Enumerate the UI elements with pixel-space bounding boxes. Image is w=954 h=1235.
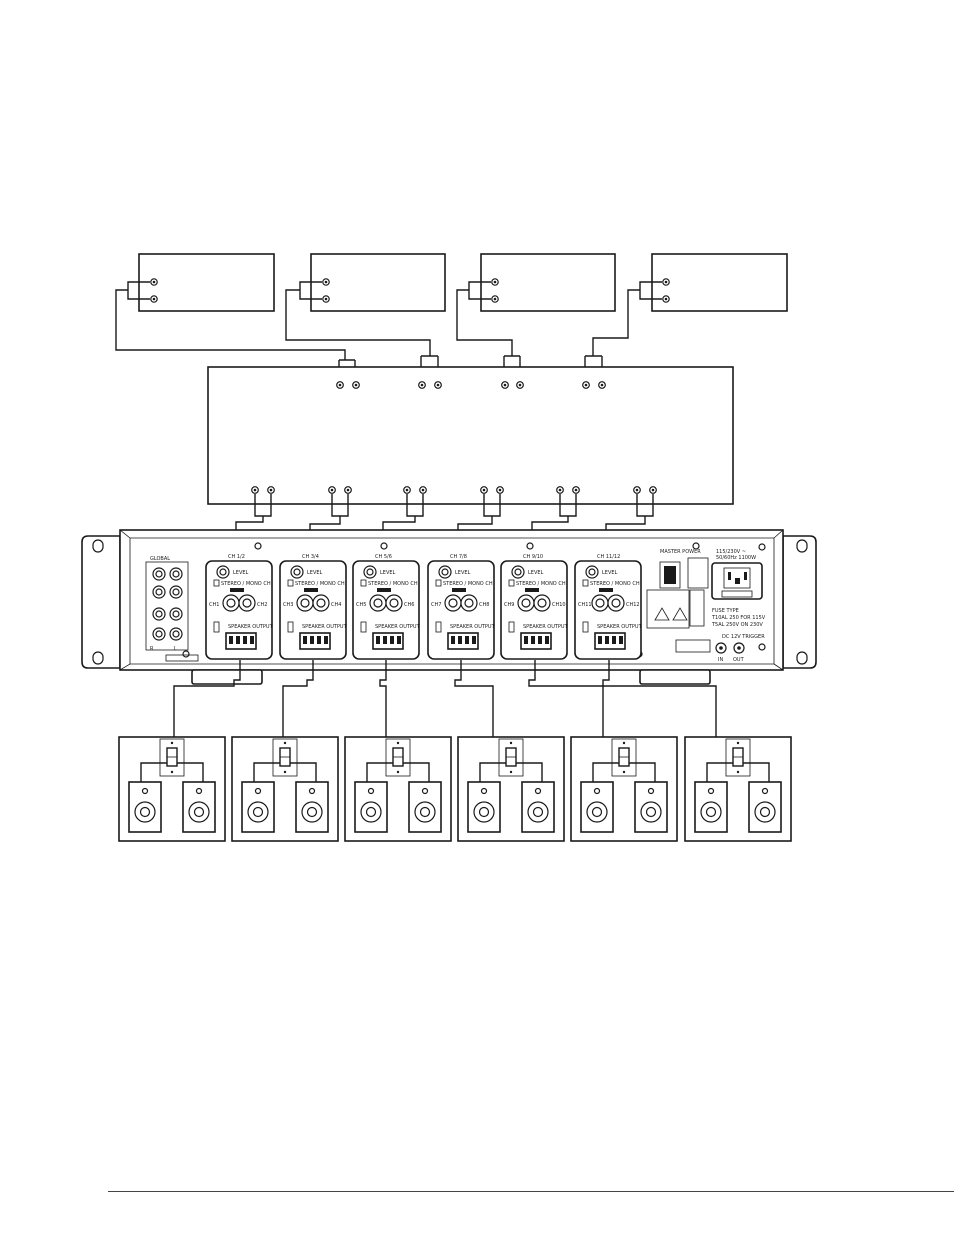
speaker-zone-1 — [118, 736, 226, 842]
speaker-left — [580, 781, 614, 833]
mode-label: STEREO / MONO CH — [295, 581, 345, 587]
speaker-right — [748, 781, 782, 833]
level-label: LEVEL — [455, 570, 471, 576]
speaker-output-label: SPEAKER OUTPUT — [597, 624, 643, 630]
speaker-left — [467, 781, 501, 833]
amp-to-speaker-cables — [173, 660, 717, 740]
ch-left-label: CH3 — [283, 602, 293, 608]
matrix-switcher — [207, 366, 734, 505]
channel-label: CH 11/12 — [597, 554, 620, 560]
global-io-section: GLOBAL R L — [145, 556, 199, 662]
speaker-right — [182, 781, 216, 833]
l-label: L — [174, 646, 177, 652]
trigger-out: OUT — [733, 657, 745, 663]
level-label: LEVEL — [233, 570, 249, 576]
mode-label: STEREO / MONO CH — [590, 581, 640, 587]
source-device-3 — [480, 253, 616, 312]
speaker-left — [128, 781, 162, 833]
fuse-line2: T5AL 250V ON 230V — [711, 622, 763, 628]
speaker-left — [694, 781, 728, 833]
level-label: LEVEL — [307, 570, 323, 576]
level-label: LEVEL — [528, 570, 544, 576]
speaker-right — [521, 781, 555, 833]
channel-label: CH 9/10 — [523, 554, 543, 560]
source-device-1 — [138, 253, 275, 312]
source-device-4 — [651, 253, 788, 312]
r-label: R — [150, 646, 154, 652]
source-device-2 — [310, 253, 446, 312]
trigger-in: IN — [718, 657, 723, 663]
volume-control — [272, 738, 298, 777]
ch-right-label: CH6 — [404, 602, 414, 608]
volume-control — [385, 738, 411, 777]
mode-label: STEREO / MONO CH — [443, 581, 493, 587]
speaker-zone-6 — [684, 736, 792, 842]
channel-label: CH 3/4 — [302, 554, 319, 560]
ch-right-label: CH4 — [331, 602, 341, 608]
level-label: LEVEL — [380, 570, 396, 576]
speaker-zone-5 — [570, 736, 678, 842]
speaker-zones — [118, 736, 792, 842]
ch-left-label: CH5 — [356, 602, 366, 608]
speaker-right — [295, 781, 329, 833]
speaker-left — [241, 781, 275, 833]
volume-control — [159, 738, 185, 777]
speaker-right — [408, 781, 442, 833]
power-section: MASTER POWER 115/230V ~ 50/60Hz 1100W FU… — [646, 549, 766, 663]
speaker-zone-4 — [457, 736, 565, 842]
ch-right-label: CH2 — [257, 602, 267, 608]
speaker-zone-2 — [231, 736, 339, 842]
voltage-sub: 50/60Hz 1100W — [716, 555, 756, 561]
ch-right-label: CH8 — [479, 602, 489, 608]
volume-control — [611, 738, 637, 777]
channel-label: CH 5/6 — [375, 554, 392, 560]
speaker-output-label: SPEAKER OUTPUT — [523, 624, 569, 630]
speaker-zone-3 — [344, 736, 452, 842]
global-label: GLOBAL — [150, 556, 170, 562]
footer-rule — [108, 1191, 954, 1192]
speaker-right — [634, 781, 668, 833]
mode-label: STEREO / MONO CH — [368, 581, 418, 587]
speaker-left — [354, 781, 388, 833]
mode-label: STEREO / MONO CH — [221, 581, 271, 587]
fuse-label: FUSE TYPE — [712, 608, 739, 614]
volume-control — [498, 738, 524, 777]
matrix-inputs — [336, 381, 606, 389]
ch-left-label: CH7 — [431, 602, 441, 608]
volume-control — [725, 738, 751, 777]
channel-label: CH 7/8 — [450, 554, 467, 560]
fuse-line1: T10AL 250 FOR 115V — [711, 615, 766, 621]
ch-right-label: CH10 — [552, 602, 566, 608]
trigger-label: DC 12V TRIGGER — [722, 634, 765, 640]
speaker-output-label: SPEAKER OUTPUT — [228, 624, 274, 630]
speaker-output-label: SPEAKER OUTPUT — [375, 624, 421, 630]
ch-right-label: CH12 — [626, 602, 640, 608]
speaker-output-label: SPEAKER OUTPUT — [302, 624, 348, 630]
speaker-output-label: SPEAKER OUTPUT — [450, 624, 496, 630]
matrix-outputs — [251, 486, 657, 494]
level-label: LEVEL — [602, 570, 618, 576]
ch-left-label: CH9 — [504, 602, 514, 608]
ch-left-label: CH11 — [578, 602, 592, 608]
master-power-label: MASTER POWER — [660, 549, 701, 555]
mode-label: STEREO / MONO CH — [516, 581, 566, 587]
ch-left-label: CH1 — [209, 602, 219, 608]
voltage-label: 115/230V ~ — [716, 549, 746, 555]
channel-label: CH 1/2 — [228, 554, 245, 560]
